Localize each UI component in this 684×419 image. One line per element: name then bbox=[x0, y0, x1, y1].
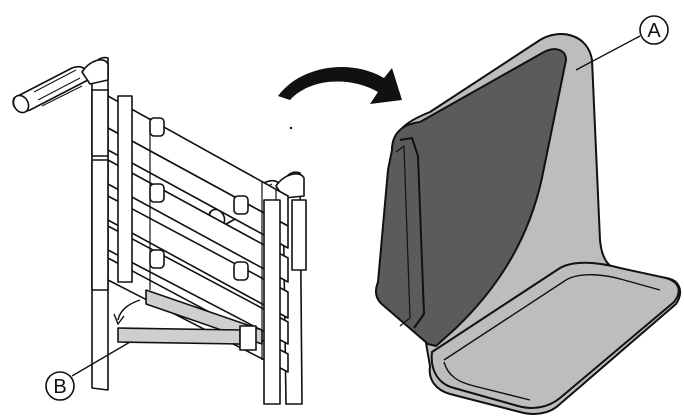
callout-b-label: B bbox=[53, 376, 66, 398]
left-handle-grip bbox=[12, 59, 109, 114]
callout-a-leader bbox=[575, 35, 641, 71]
left-post-inner bbox=[117, 95, 133, 283]
fold-arrow bbox=[117, 299, 141, 321]
back-cushion bbox=[375, 33, 682, 415]
right-post-band bbox=[291, 199, 307, 271]
strap-b bbox=[117, 289, 263, 351]
transition-arrow bbox=[278, 66, 402, 104]
fold-arrow-head bbox=[113, 313, 125, 325]
callout-a: A bbox=[575, 15, 669, 71]
left-post-upper bbox=[91, 89, 109, 157]
callout-b: B bbox=[45, 341, 131, 401]
callout-a-label: A bbox=[647, 20, 661, 42]
stray-dot bbox=[289, 126, 293, 130]
callout-b-circle bbox=[45, 371, 75, 401]
right-post-front bbox=[263, 199, 281, 405]
left-post-lower bbox=[91, 159, 109, 291]
backrest-frame bbox=[12, 56, 307, 405]
callout-b-leader bbox=[71, 341, 131, 377]
callout-a-circle bbox=[639, 15, 669, 45]
